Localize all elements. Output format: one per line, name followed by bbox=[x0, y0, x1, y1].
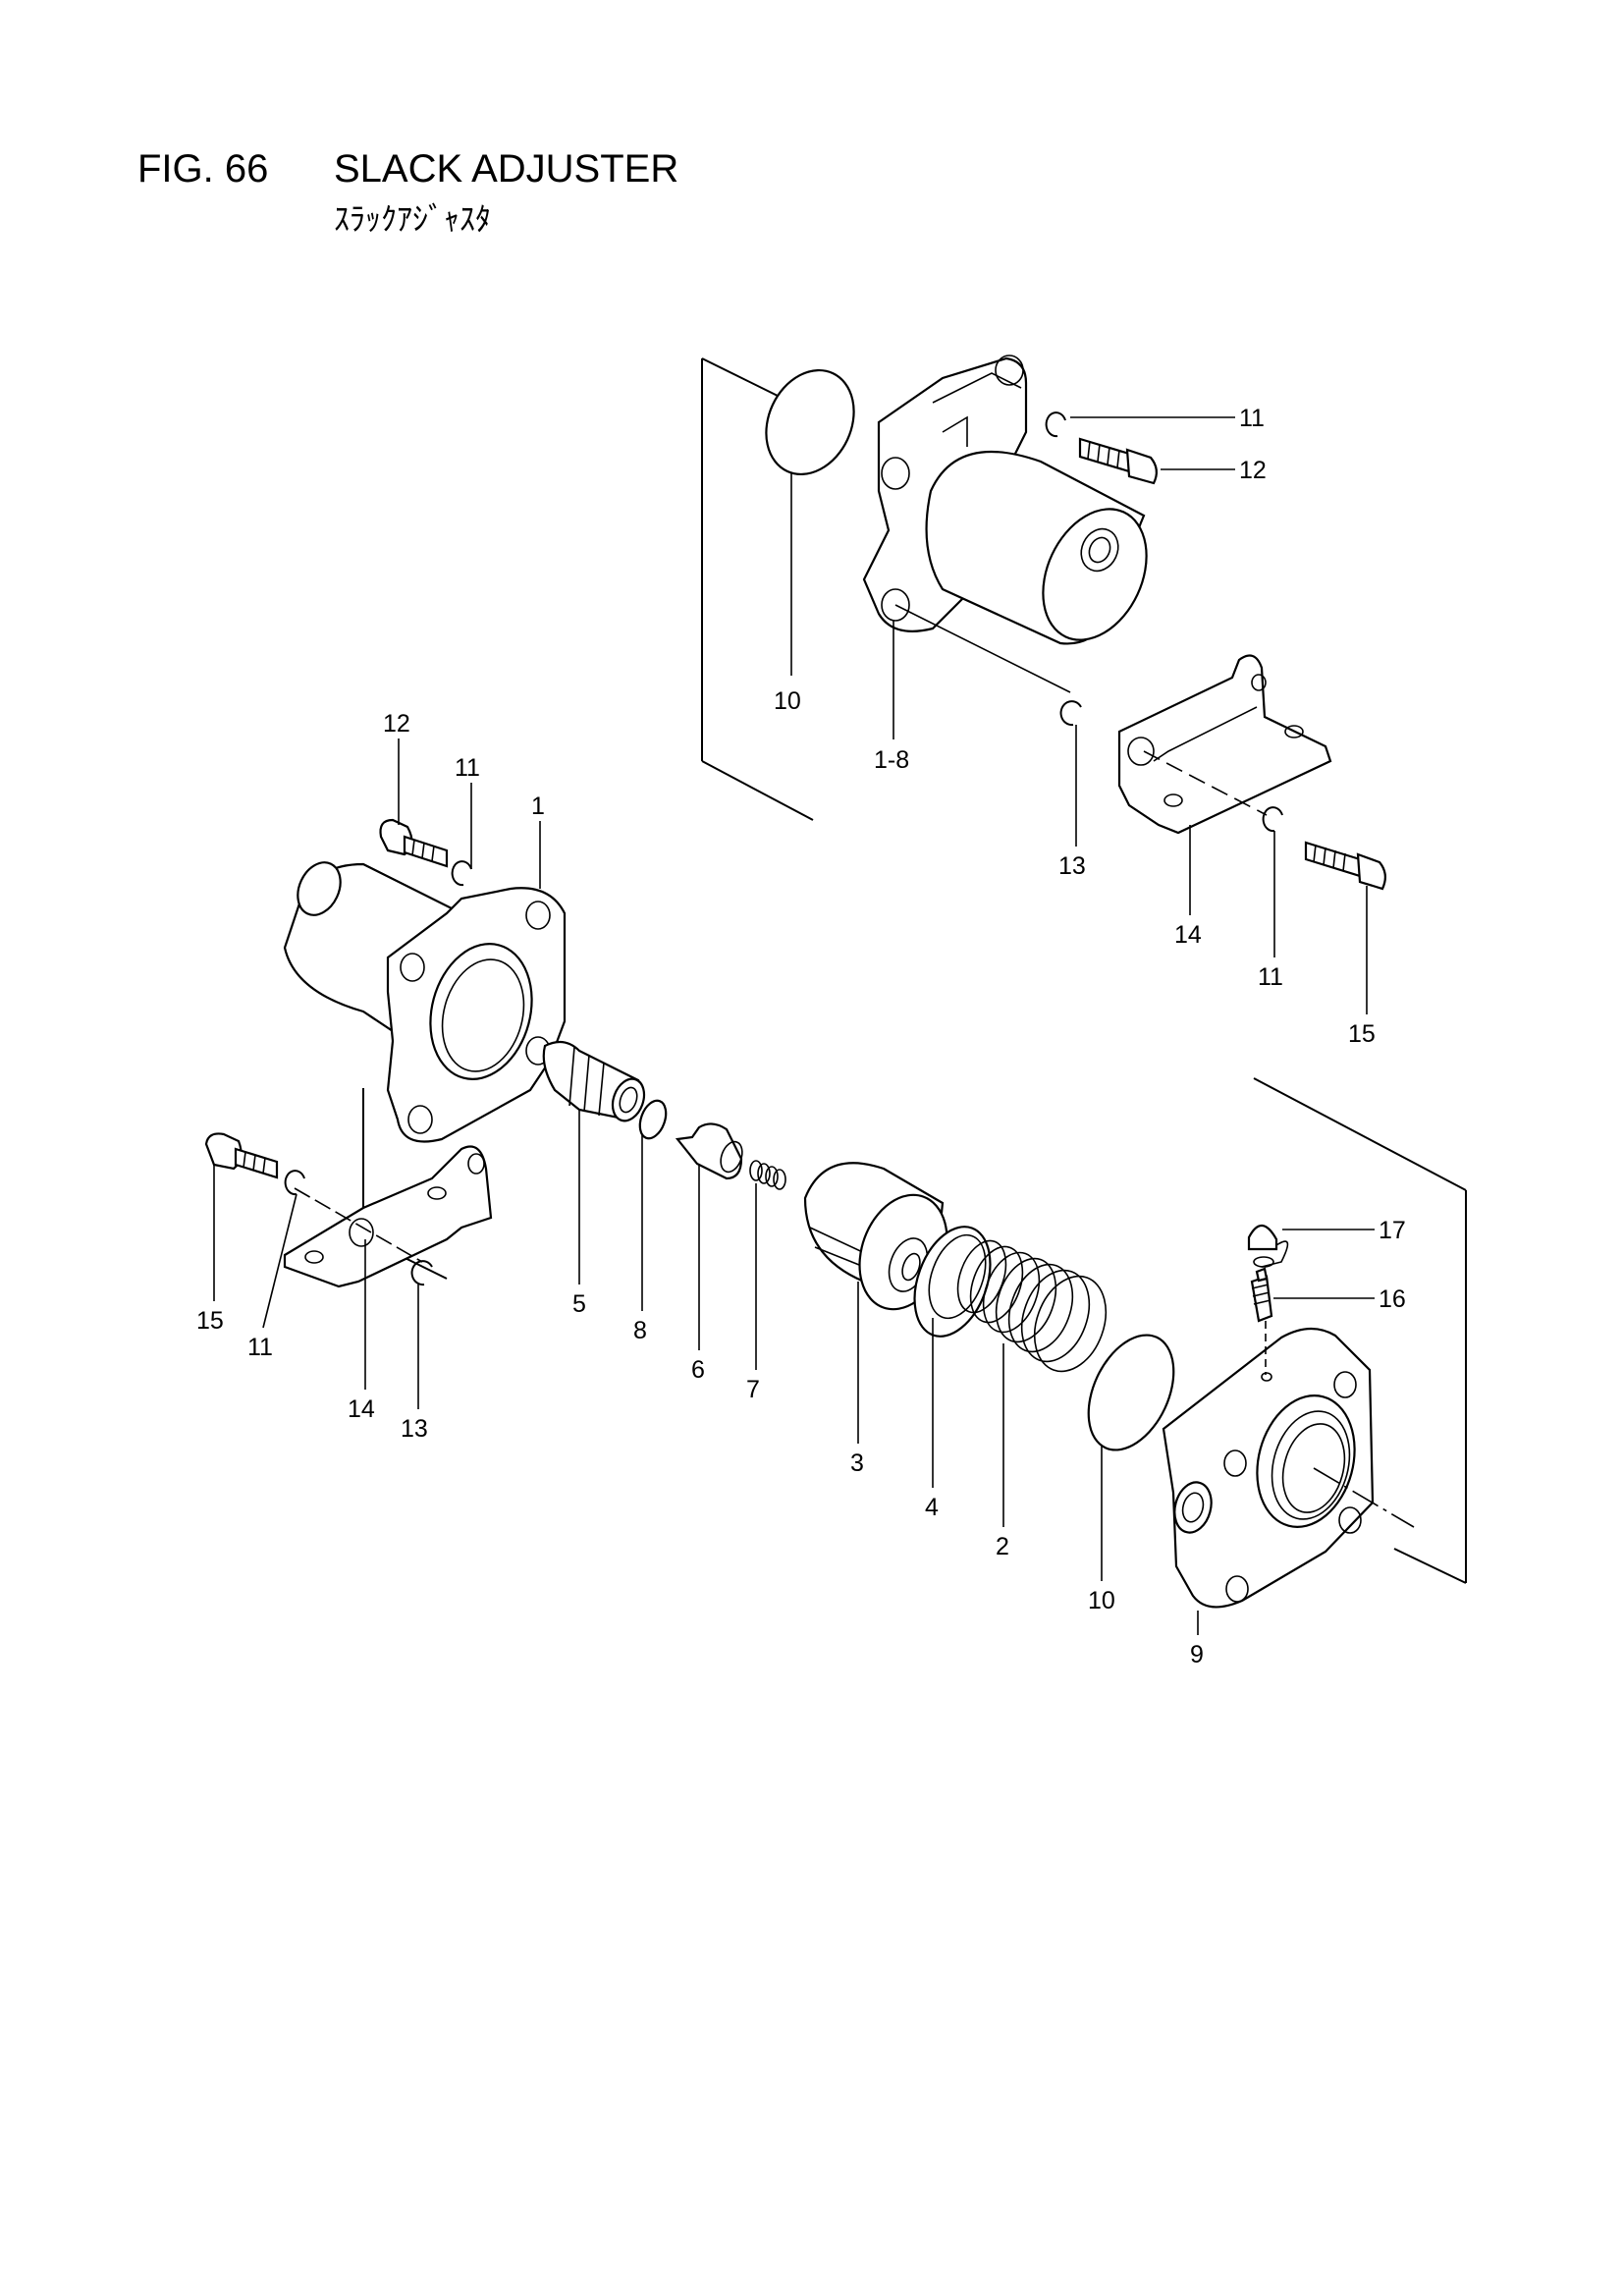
figure-title: SLACK ADJUSTER bbox=[334, 147, 679, 191]
callout-12-upper: 12 bbox=[1239, 457, 1267, 484]
callout-9: 9 bbox=[1190, 1641, 1204, 1668]
callout-17: 17 bbox=[1379, 1217, 1406, 1244]
callout-6: 6 bbox=[691, 1356, 705, 1384]
callout-1: 1 bbox=[531, 793, 545, 820]
washer-11-left bbox=[284, 1170, 305, 1196]
callout-4: 4 bbox=[925, 1494, 939, 1521]
callout-5: 5 bbox=[572, 1290, 586, 1318]
callout-7: 7 bbox=[746, 1376, 760, 1403]
callout-1-8: 1-8 bbox=[874, 746, 909, 774]
callout-2: 2 bbox=[996, 1533, 1009, 1560]
washer-13-left bbox=[410, 1260, 433, 1286]
washer-11-left-top bbox=[451, 860, 472, 887]
callout-11-upper: 11 bbox=[1239, 405, 1265, 432]
callout-13-left: 13 bbox=[401, 1415, 428, 1443]
bracket-14-left bbox=[283, 1145, 493, 1288]
o-ring-10-lower bbox=[1087, 1334, 1175, 1451]
figure-title-japanese: ｽﾗｯｸｱｼﾞｬｽﾀ bbox=[334, 200, 492, 238]
callout-13-upper: 13 bbox=[1058, 852, 1086, 880]
spring-7 bbox=[749, 1160, 786, 1190]
center-line-upper bbox=[894, 604, 1268, 816]
callout-10-lower: 10 bbox=[1088, 1587, 1115, 1614]
cylinder-1 bbox=[283, 861, 567, 1143]
callout-12-left: 12 bbox=[383, 710, 410, 738]
o-ring-8 bbox=[638, 1099, 668, 1140]
callout-15-left: 15 bbox=[196, 1307, 224, 1335]
callout-16: 16 bbox=[1379, 1285, 1406, 1313]
seal-4 bbox=[913, 1226, 992, 1338]
grease-nipple-16 bbox=[1250, 1267, 1273, 1323]
body-9 bbox=[1162, 1327, 1375, 1609]
bolt-15-upper bbox=[1304, 841, 1386, 891]
section-frame-lower bbox=[1253, 1077, 1467, 1584]
bolt-12-left bbox=[379, 818, 449, 868]
bolt-12-upper bbox=[1078, 437, 1158, 485]
callout-11-right: 11 bbox=[1258, 963, 1283, 991]
washer-11-right bbox=[1262, 806, 1283, 833]
callout-10-upper: 10 bbox=[774, 687, 801, 715]
callout-14-left: 14 bbox=[348, 1395, 375, 1423]
bolt-15-left bbox=[204, 1132, 279, 1179]
o-ring-10-upper bbox=[765, 368, 855, 476]
figure-number: FIG. 66 bbox=[137, 147, 269, 191]
callout-3: 3 bbox=[850, 1449, 864, 1477]
washer-11-upper bbox=[1045, 411, 1066, 438]
spring-2 bbox=[956, 1239, 1108, 1373]
callout-8: 8 bbox=[633, 1317, 647, 1344]
callout-11-left: 11 bbox=[247, 1334, 273, 1361]
fitting-5 bbox=[542, 1040, 646, 1122]
leader-lines bbox=[213, 416, 1375, 1635]
center-line-lower bbox=[294, 1187, 1415, 1528]
callout-15-upper: 15 bbox=[1348, 1020, 1376, 1048]
callout-14-upper: 14 bbox=[1174, 921, 1202, 949]
cylinder-housing-1-8 bbox=[862, 355, 1148, 645]
callout-11-left-top: 11 bbox=[455, 754, 480, 782]
cap-17 bbox=[1247, 1224, 1289, 1268]
washer-13-upper bbox=[1059, 700, 1082, 727]
plunger-6 bbox=[675, 1122, 743, 1180]
section-frame-upper bbox=[701, 357, 814, 821]
bracket-14-upper bbox=[1117, 654, 1332, 835]
callout-labels: 11 12 10 1-8 13 14 11 15 12 11 1 5 8 6 7… bbox=[196, 405, 1406, 1668]
